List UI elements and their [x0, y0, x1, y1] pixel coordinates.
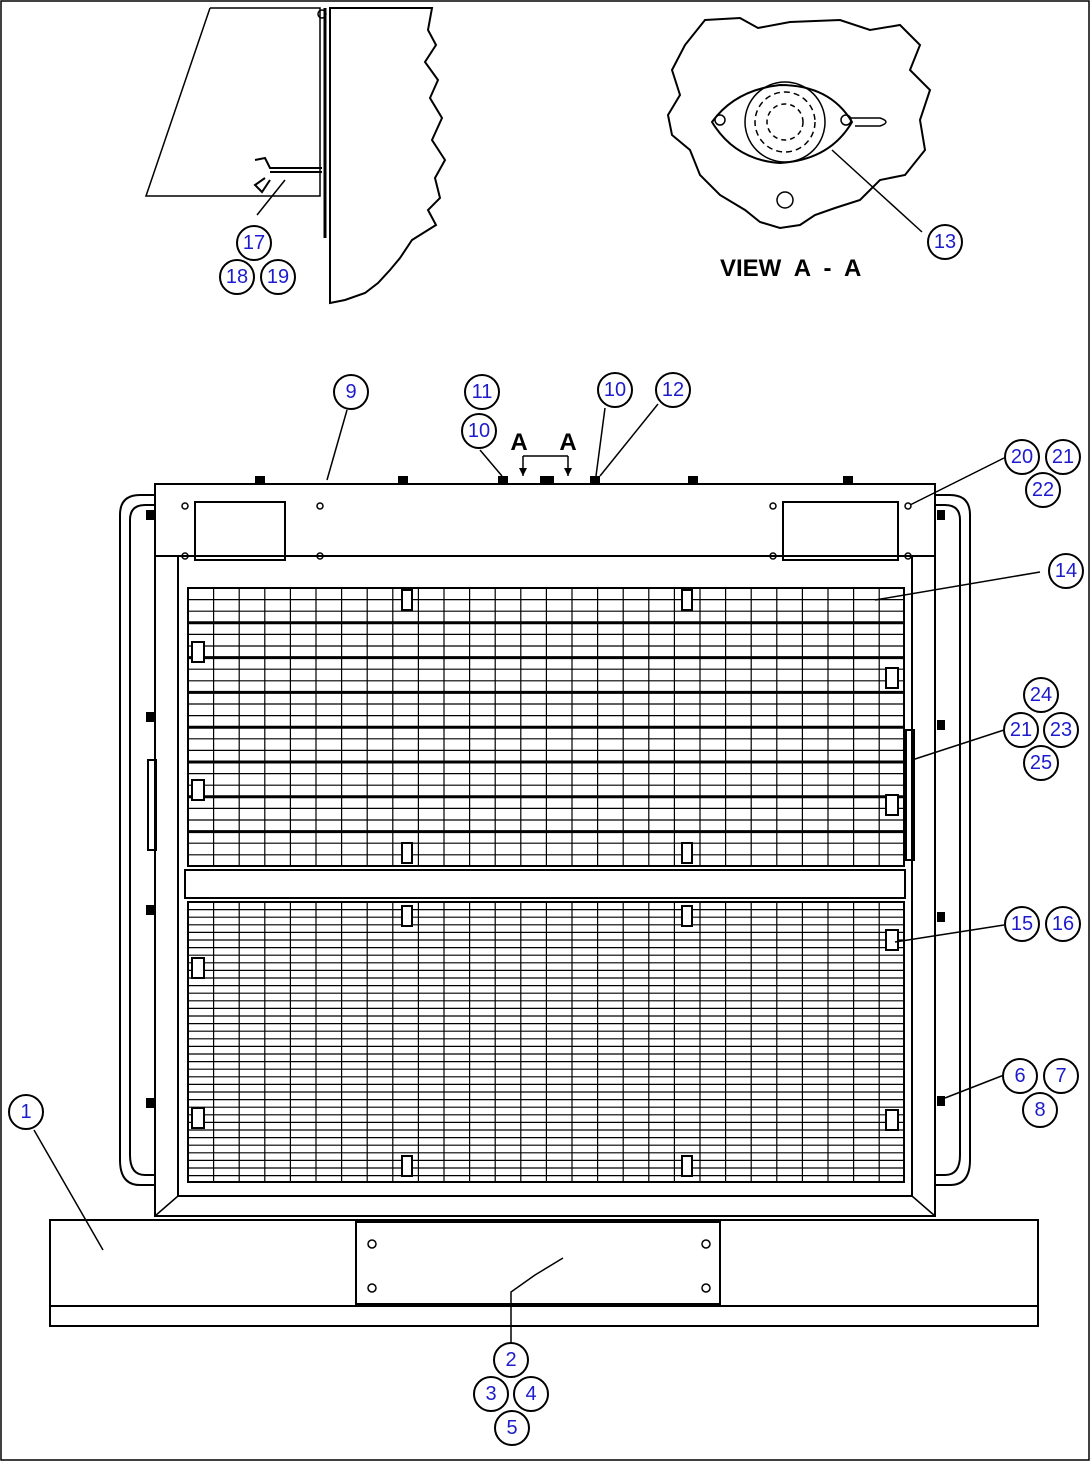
callout-c17: 17 — [236, 225, 272, 261]
section-mark-left: A — [510, 429, 527, 456]
callout-c11: 11 — [464, 374, 500, 410]
callout-label: 13 — [934, 231, 956, 253]
callout-circle — [236, 225, 272, 261]
callout-c15: 15 — [1004, 906, 1040, 942]
callout-label: 16 — [1052, 913, 1074, 935]
callout-circle — [260, 259, 296, 295]
callout-c13: 13 — [927, 224, 963, 260]
callout-c5: 5 — [494, 1410, 530, 1446]
callout-circle — [1025, 472, 1061, 508]
callout-c18: 18 — [219, 259, 255, 295]
callout-c9: 9 — [333, 374, 369, 410]
callout-circle — [927, 224, 963, 260]
callout-circle — [8, 1094, 44, 1130]
callout-c19: 19 — [260, 259, 296, 295]
section-mark-right: A — [559, 429, 576, 456]
callout-circle — [597, 372, 633, 408]
upper-screen-grid — [188, 588, 904, 866]
callout-circle — [1022, 1092, 1058, 1128]
callout-label: 9 — [345, 381, 356, 403]
callout-label: 21 — [1052, 446, 1074, 468]
panel-screws — [181, 502, 912, 560]
callout-c7: 7 — [1043, 1058, 1079, 1094]
callout-circle — [461, 413, 497, 449]
callout-c14: 14 — [1048, 553, 1084, 589]
callout-label: 11 — [472, 381, 493, 403]
lower-screen-grid — [188, 902, 904, 1182]
callout-circle — [1023, 677, 1059, 713]
callout-c1: 1 — [8, 1094, 44, 1130]
callout-label: 2 — [505, 1349, 516, 1371]
callout-label: 7 — [1055, 1065, 1066, 1087]
callout-label: 18 — [226, 266, 248, 288]
callout-c23: 23 — [1043, 712, 1079, 748]
callout-label: 5 — [506, 1417, 517, 1439]
callout-circle — [655, 372, 691, 408]
callout-circle — [464, 374, 500, 410]
callout-label: 24 — [1030, 684, 1052, 706]
callout-label: 17 — [243, 232, 265, 254]
callout-circle — [473, 1376, 509, 1412]
callout-circle — [493, 1342, 529, 1378]
callout-c10b: 10 — [597, 372, 633, 408]
callout-c21a: 21 — [1045, 439, 1081, 475]
callout-label: 23 — [1050, 719, 1072, 741]
callout-label: 1 — [20, 1101, 31, 1123]
screen-clips — [191, 589, 899, 1177]
callout-label: 4 — [525, 1383, 536, 1405]
callout-label: 15 — [1011, 913, 1033, 935]
callout-c6: 6 — [1002, 1058, 1038, 1094]
callout-label: 14 — [1055, 560, 1077, 582]
callout-c2: 2 — [493, 1342, 529, 1378]
callout-circle — [1045, 906, 1081, 942]
callout-c16: 16 — [1045, 906, 1081, 942]
callout-label: 8 — [1034, 1099, 1045, 1121]
callout-c24: 24 — [1023, 677, 1059, 713]
callout-label: 21 — [1010, 719, 1032, 741]
callout-c3: 3 — [473, 1376, 509, 1412]
callout-circle — [1002, 1058, 1038, 1094]
callout-circle — [1023, 745, 1059, 781]
detail-side-view — [144, 7, 447, 305]
callout-circle — [513, 1376, 549, 1412]
callout-c12: 12 — [655, 372, 691, 408]
callout-circle — [1048, 553, 1084, 589]
callout-label: 3 — [485, 1383, 496, 1405]
callout-c22: 22 — [1025, 472, 1061, 508]
callout-c21b: 21 — [1003, 712, 1039, 748]
callout-circle — [494, 1410, 530, 1446]
callout-circle — [219, 259, 255, 295]
callout-label: 22 — [1032, 479, 1054, 501]
top-clips — [255, 476, 853, 484]
callout-label: 12 — [662, 379, 684, 401]
callout-c4: 4 — [513, 1376, 549, 1412]
callout-label: 19 — [267, 266, 289, 288]
callout-circle — [1004, 439, 1040, 475]
callout-circle — [333, 374, 369, 410]
callout-c25: 25 — [1023, 745, 1059, 781]
callout-circle — [1003, 712, 1039, 748]
section-mark — [519, 455, 572, 476]
callout-label: 10 — [468, 420, 490, 442]
callout-label: 25 — [1030, 752, 1052, 774]
callout-circle — [1043, 1058, 1079, 1094]
radiator-assembly: A A — [49, 429, 1039, 1327]
callout-label: 10 — [604, 379, 626, 401]
callout-circle — [1045, 439, 1081, 475]
callout-c8: 8 — [1022, 1092, 1058, 1128]
view-a-a-caption: VIEW A - A — [720, 255, 861, 282]
callout-label: 6 — [1014, 1065, 1025, 1087]
callout-circle — [1004, 906, 1040, 942]
callout-c10a: 10 — [461, 413, 497, 449]
leader-lines — [33, 403, 1041, 1346]
callout-circle — [1043, 712, 1079, 748]
detail-view-a-a — [666, 16, 932, 233]
callout-c20: 20 — [1004, 439, 1040, 475]
callout-label: 20 — [1011, 446, 1033, 468]
